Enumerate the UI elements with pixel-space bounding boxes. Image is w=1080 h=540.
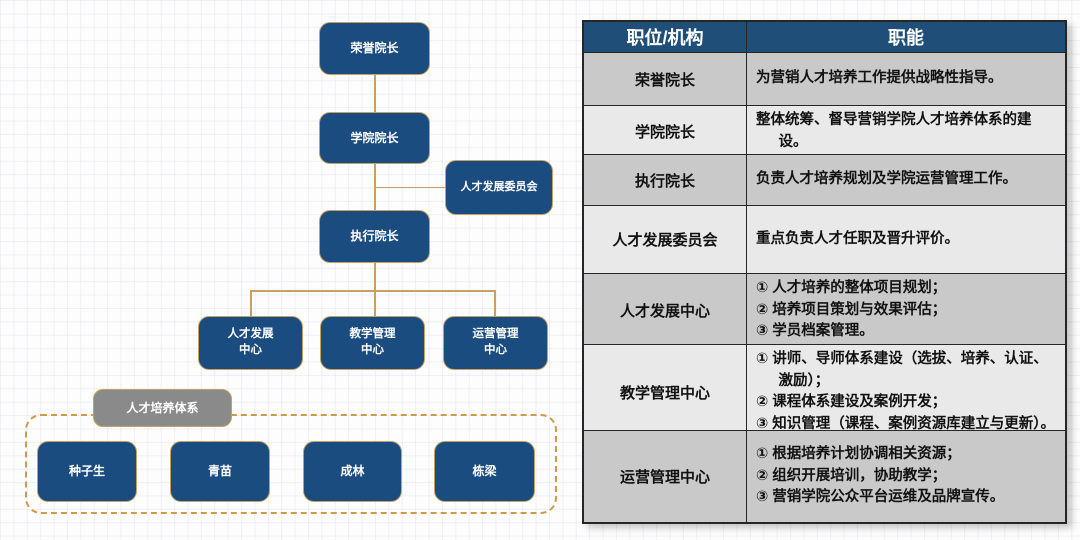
table-row: 人才发展中心 ① 人才培养的整体项目规划； ② 培养项目策划与效果评估； ③ 学… (584, 273, 1065, 347)
connector-branch-committee (374, 186, 445, 188)
node-label-line2: 中心 (361, 344, 384, 356)
node-operations-management-center: 运营管理 中心 (443, 316, 548, 370)
node-label: 学院院长 (350, 130, 399, 145)
function-line: 重点负责人才任职及晋升评价。 (756, 230, 959, 247)
node-label-line1: 人才发展 (227, 328, 274, 341)
position-cell: 运营管理中心 (584, 431, 747, 522)
connector-honorary-college (374, 75, 376, 112)
connector-centers-horizontal (250, 290, 496, 292)
function-cell: 为营销人才培养工作提供战略性指导。 (747, 53, 1065, 105)
node-label-line1: 教学管理 (349, 328, 396, 341)
position-cell: 人才发展中心 (584, 274, 747, 347)
connector-drop-teaching-center (374, 290, 376, 316)
function-line: ③ 知识管理（课程、案例资源库建立与更新）。 (756, 415, 1056, 432)
node-teaching-management-center: 教学管理 中心 (320, 316, 425, 370)
node-executive-dean: 执行院长 (319, 210, 430, 263)
function-cell: ① 人才培养的整体项目规划； ② 培养项目策划与效果评估； ③ 学员档案管理。 (747, 274, 1065, 347)
node-label: 种子生 (68, 464, 105, 479)
header-position-cell: 职位/机构 (584, 22, 747, 52)
position-cell: 教学管理中心 (584, 345, 747, 439)
function-line: ② 组织开展培训，协助教学； (756, 467, 947, 484)
header-function-cell: 职能 (888, 28, 924, 48)
node-label-line2: 中心 (239, 344, 262, 356)
node-label: 荣誉院长 (350, 41, 399, 56)
node-college-dean: 学院院长 (319, 112, 430, 164)
function-cell: ① 讲师、导师体系建设（选拔、培养、认证、激励）； ② 课程体系建设及案例开发；… (747, 345, 1065, 439)
function-cell: 负责人才培养规划及学院运营管理工作。 (747, 155, 1065, 205)
node-talent-committee: 人才发展委员会 (445, 160, 553, 215)
function-line: ① 人才培养的整体项目规划； (756, 280, 947, 296)
node-label-line2: 中心 (484, 344, 507, 356)
function-line: 为营销人才培养工作提供战略性指导。 (756, 70, 1003, 87)
node-label: 成林 (340, 464, 365, 479)
node-tier-pillar: 栋梁 (434, 441, 535, 502)
position-cell: 荣誉院长 (584, 53, 747, 105)
function-line: 负责人才培养规划及学院运营管理工作。 (756, 171, 1017, 188)
function-line: 整体统筹、督导营销学院人才培养体系的建设。 (756, 112, 1032, 150)
table-row: 荣誉院长 为营销人才培养工作提供战略性指导。 (584, 52, 1065, 105)
node-honorary-dean: 荣誉院长 (319, 22, 430, 75)
node-tier-grown-forest: 成林 (303, 441, 402, 502)
node-tier-seed-student: 种子生 (37, 441, 137, 502)
node-label: 人才培养体系 (126, 400, 199, 415)
connector-drop-operations-center (494, 290, 496, 316)
position-cell: 人才发展委员会 (584, 206, 747, 273)
function-line: ① 根据培养计划协调相关资源； (756, 446, 961, 463)
function-cell: ① 根据培养计划协调相关资源； ② 组织开展培训，协助教学； ③ 营销学院公众平… (747, 431, 1065, 522)
position-cell: 执行院长 (584, 155, 747, 205)
table-header-row: 职位/机构 职能 (584, 22, 1065, 52)
function-cell: 重点负责人才任职及晋升评价。 (747, 206, 1065, 273)
functions-table: 职位/机构 职能 荣誉院长 为营销人才培养工作提供战略性指导。 学院院长 整体统… (582, 20, 1067, 524)
node-training-system: 人才培养体系 (93, 389, 232, 427)
node-label-line1: 运营管理 (472, 328, 519, 341)
function-line: ③ 学员档案管理。 (756, 323, 874, 339)
table-row: 学院院长 整体统筹、督导营销学院人才培养体系的建设。 (584, 105, 1065, 157)
function-line: ② 课程体系建设及案例开发； (756, 394, 947, 410)
connector-drop-talent-center (250, 290, 252, 316)
position-cell: 学院院长 (584, 106, 747, 157)
function-cell: 整体统筹、督导营销学院人才培养体系的建设。 (747, 106, 1065, 157)
node-label: 人才发展委员会 (460, 181, 538, 194)
connector-executive-down (374, 263, 376, 291)
node-label: 执行院长 (350, 229, 399, 244)
node-label: 栋梁 (472, 464, 497, 479)
node-label: 青苗 (207, 464, 232, 479)
node-talent-development-center: 人才发展 中心 (198, 316, 303, 370)
training-system-zone (25, 414, 557, 514)
node-tier-young-sprout: 青苗 (170, 441, 270, 502)
table-row: 运营管理中心 ① 根据培养计划协调相关资源； ② 组织开展培训，协助教学； ③ … (584, 430, 1065, 522)
function-line: ① 讲师、导师体系建设（选拔、培养、认证、激励）； (756, 351, 1048, 389)
function-line: ② 培养项目策划与效果评估； (756, 301, 947, 318)
function-line: ③ 营销学院公众平台运维及品牌宣传。 (756, 489, 1005, 506)
table-row: 执行院长 负责人才培养规划及学院运营管理工作。 (584, 154, 1065, 205)
table-row: 教学管理中心 ① 讲师、导师体系建设（选拔、培养、认证、激励）； ② 课程体系建… (584, 344, 1065, 439)
table-row: 人才发展委员会 重点负责人才任职及晋升评价。 (584, 205, 1065, 273)
